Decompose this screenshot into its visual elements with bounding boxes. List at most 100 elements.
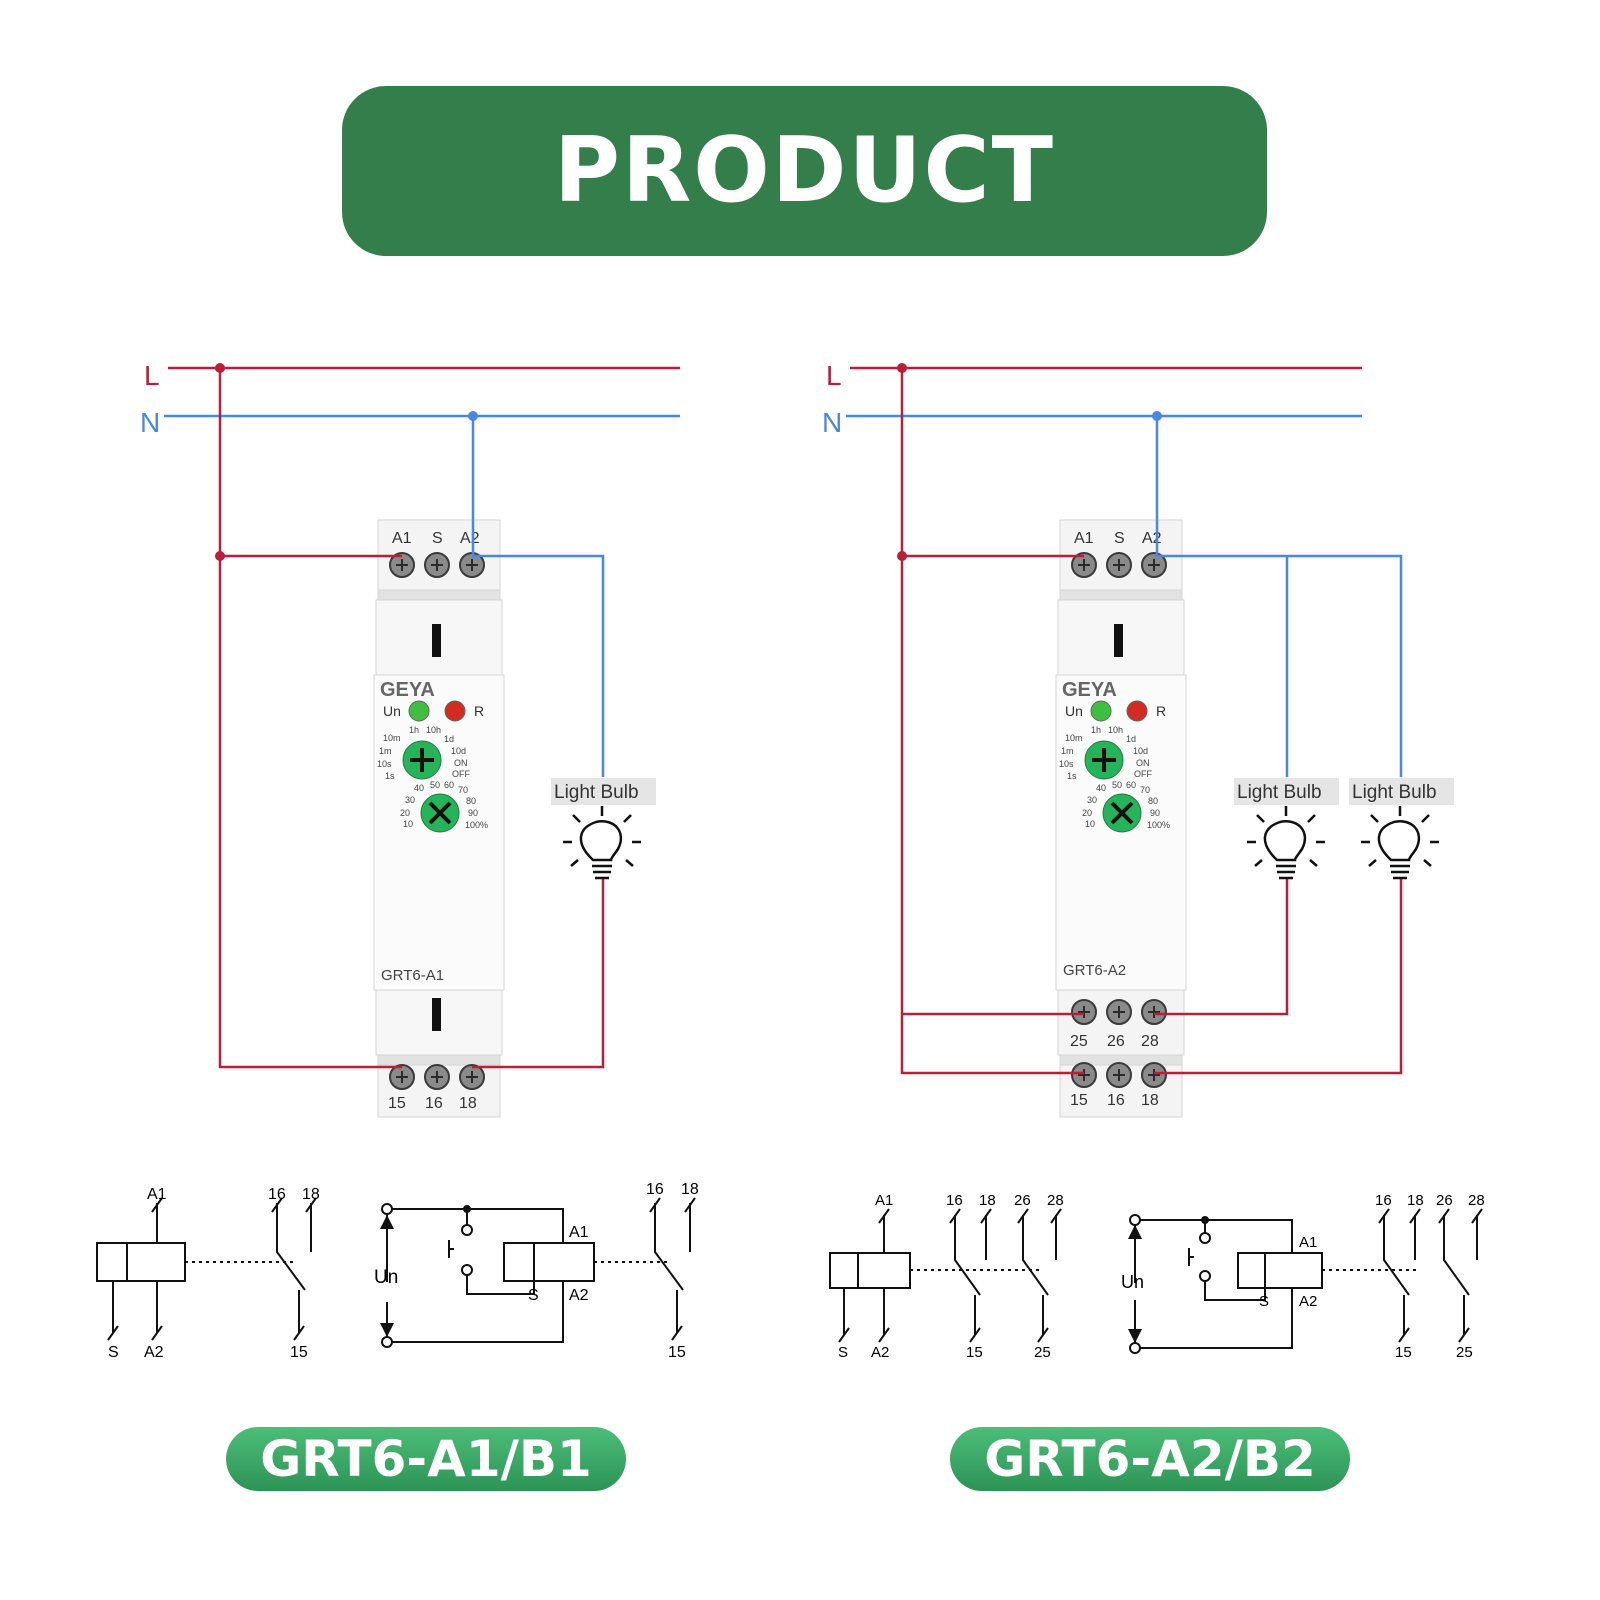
time-scale-10m: 10m (383, 733, 401, 743)
led-relay (444, 700, 466, 722)
din-slot-top (432, 624, 441, 657)
diagram-grt6-a1: GEYA Un R 1h 10h 1d 10m 10d 1m ON 10s OF… (96, 360, 699, 1361)
sym-25: 25 (1034, 1344, 1051, 1361)
terminal-label-a2: A2 (460, 530, 480, 547)
circuit-15: 15 (668, 1344, 686, 1361)
time-scale-10d: 10d (451, 746, 466, 756)
circuit-term-top-2 (1129, 1214, 1141, 1226)
screw-slots-a1 (396, 559, 478, 1083)
pct-50-2: 50 (1112, 780, 1122, 790)
pct-60: 60 (444, 780, 454, 790)
pct-70: 70 (458, 785, 468, 795)
device-model-label-2: GRT6-A2 (1063, 962, 1126, 979)
lamp1-label: Light Bulb (1237, 782, 1322, 803)
terminal-label-18: 18 (459, 1095, 477, 1112)
sym-15-2: 15 (966, 1344, 983, 1361)
circuit-junction-2 (1201, 1216, 1209, 1224)
led-relay-2 (1126, 700, 1148, 722)
led-label-un-2: Un (1065, 703, 1083, 719)
sym-16-2: 16 (946, 1192, 963, 1209)
junction-l-a1-2 (897, 551, 907, 561)
light-bulb-icon (563, 806, 641, 880)
screw-slots-a2 (1078, 559, 1160, 1081)
pct-90-2: 90 (1150, 808, 1160, 818)
terminal-label-16-2: 16 (1107, 1092, 1125, 1109)
pct-80-2: 80 (1148, 796, 1158, 806)
terminal-label-a1-2: A1 (1074, 530, 1094, 547)
pct-100-2: 100% (1147, 820, 1170, 830)
led-power (408, 700, 430, 722)
pct-70-2: 70 (1140, 785, 1150, 795)
pct-30: 30 (405, 795, 415, 805)
switch-contact-top (461, 1224, 473, 1236)
wire-n-to-a2-lamp2 (1155, 416, 1403, 777)
lamp-label-bg (551, 778, 656, 805)
relay-device-a1 (373, 519, 505, 1118)
lamp1-label-bg (1234, 778, 1339, 805)
junction-l-top (215, 363, 225, 373)
brand-logo: GEYA (380, 679, 435, 701)
line-label-l: L (144, 360, 160, 391)
page-title: PRODUCT WIRING (553, 118, 1055, 393)
led-label-r-2: R (1156, 703, 1166, 719)
sym-a2-2: A2 (871, 1344, 889, 1361)
lamp2-label-bg (1349, 778, 1454, 805)
pct-20: 20 (400, 808, 410, 818)
time-scale-1h: 1h (409, 725, 419, 735)
led-label-un: Un (383, 703, 401, 719)
line-label-l-2: L (826, 360, 842, 391)
sym-a2: A2 (144, 1344, 164, 1361)
wire-l-to-15-2 (900, 368, 1084, 1075)
light-bulb-icon (1247, 806, 1325, 880)
junction-n-2 (1152, 411, 1162, 421)
pct-10: 10 (403, 819, 413, 829)
switch-contact-bottom-2 (1199, 1270, 1211, 1282)
circuit-un: Un (374, 1267, 398, 1288)
terminal-label-18-2: 18 (1141, 1092, 1159, 1109)
terminal-label-28: 28 (1141, 1033, 1159, 1050)
terminal-label-26: 26 (1107, 1033, 1125, 1050)
sym-18-2: 18 (979, 1192, 996, 1209)
pct-90: 90 (468, 808, 478, 818)
sym-s-2: S (838, 1344, 848, 1361)
wire-18-to-lamp (472, 878, 605, 1069)
wire-n-to-a2-lamp (471, 416, 605, 777)
sym-28: 28 (1047, 1192, 1064, 1209)
sym-s: S (108, 1344, 119, 1361)
led-label-r: R (474, 703, 484, 719)
time-scale-1s: 1s (385, 771, 395, 781)
sym-15: 15 (290, 1344, 308, 1361)
led-power-2 (1090, 700, 1112, 722)
pct-50: 50 (430, 780, 440, 790)
din-slot-bottom (432, 998, 441, 1031)
circuit-26: 26 (1436, 1192, 1453, 1209)
pct-60-2: 60 (1126, 780, 1136, 790)
pct-80: 80 (466, 796, 476, 806)
time-scale-1d-2: 1d (1126, 734, 1136, 744)
caption-grt6-a2-b2: GRT6-A2/B2 (950, 1427, 1350, 1491)
terminal-label-15-2: 15 (1070, 1092, 1088, 1109)
terminal-label-s: S (432, 530, 443, 547)
junction-l-a1 (215, 551, 225, 561)
caption-grt6-a1-b1: GRT6-A1/B1 (226, 1427, 626, 1491)
circuit-25: 25 (1456, 1344, 1473, 1361)
time-scale-1m-2: 1m (1061, 746, 1074, 756)
terminal-label-25: 25 (1070, 1033, 1088, 1050)
light-bulb-icon (1361, 806, 1439, 880)
lamp-label: Light Bulb (554, 782, 639, 803)
brand-logo-2: GEYA (1062, 679, 1117, 701)
circuit-18: 18 (681, 1181, 699, 1198)
schematic-symbol-a2 (829, 1208, 1062, 1343)
wire-l-to-15 (218, 368, 402, 1069)
circuit-s: S (528, 1287, 539, 1304)
junction-l-top-2 (897, 363, 907, 373)
pct-20-2: 20 (1082, 808, 1092, 818)
circuit-28: 28 (1468, 1192, 1485, 1209)
sym-26: 26 (1014, 1192, 1031, 1209)
switch-contact-bottom (461, 1264, 473, 1276)
terminal-label-a1: A1 (392, 530, 412, 547)
wire-28-to-lamp1 (1154, 878, 1289, 1016)
circuit-16: 16 (646, 1181, 664, 1198)
pct-100: 100% (465, 820, 488, 830)
time-scale-10h: 10h (426, 725, 441, 735)
